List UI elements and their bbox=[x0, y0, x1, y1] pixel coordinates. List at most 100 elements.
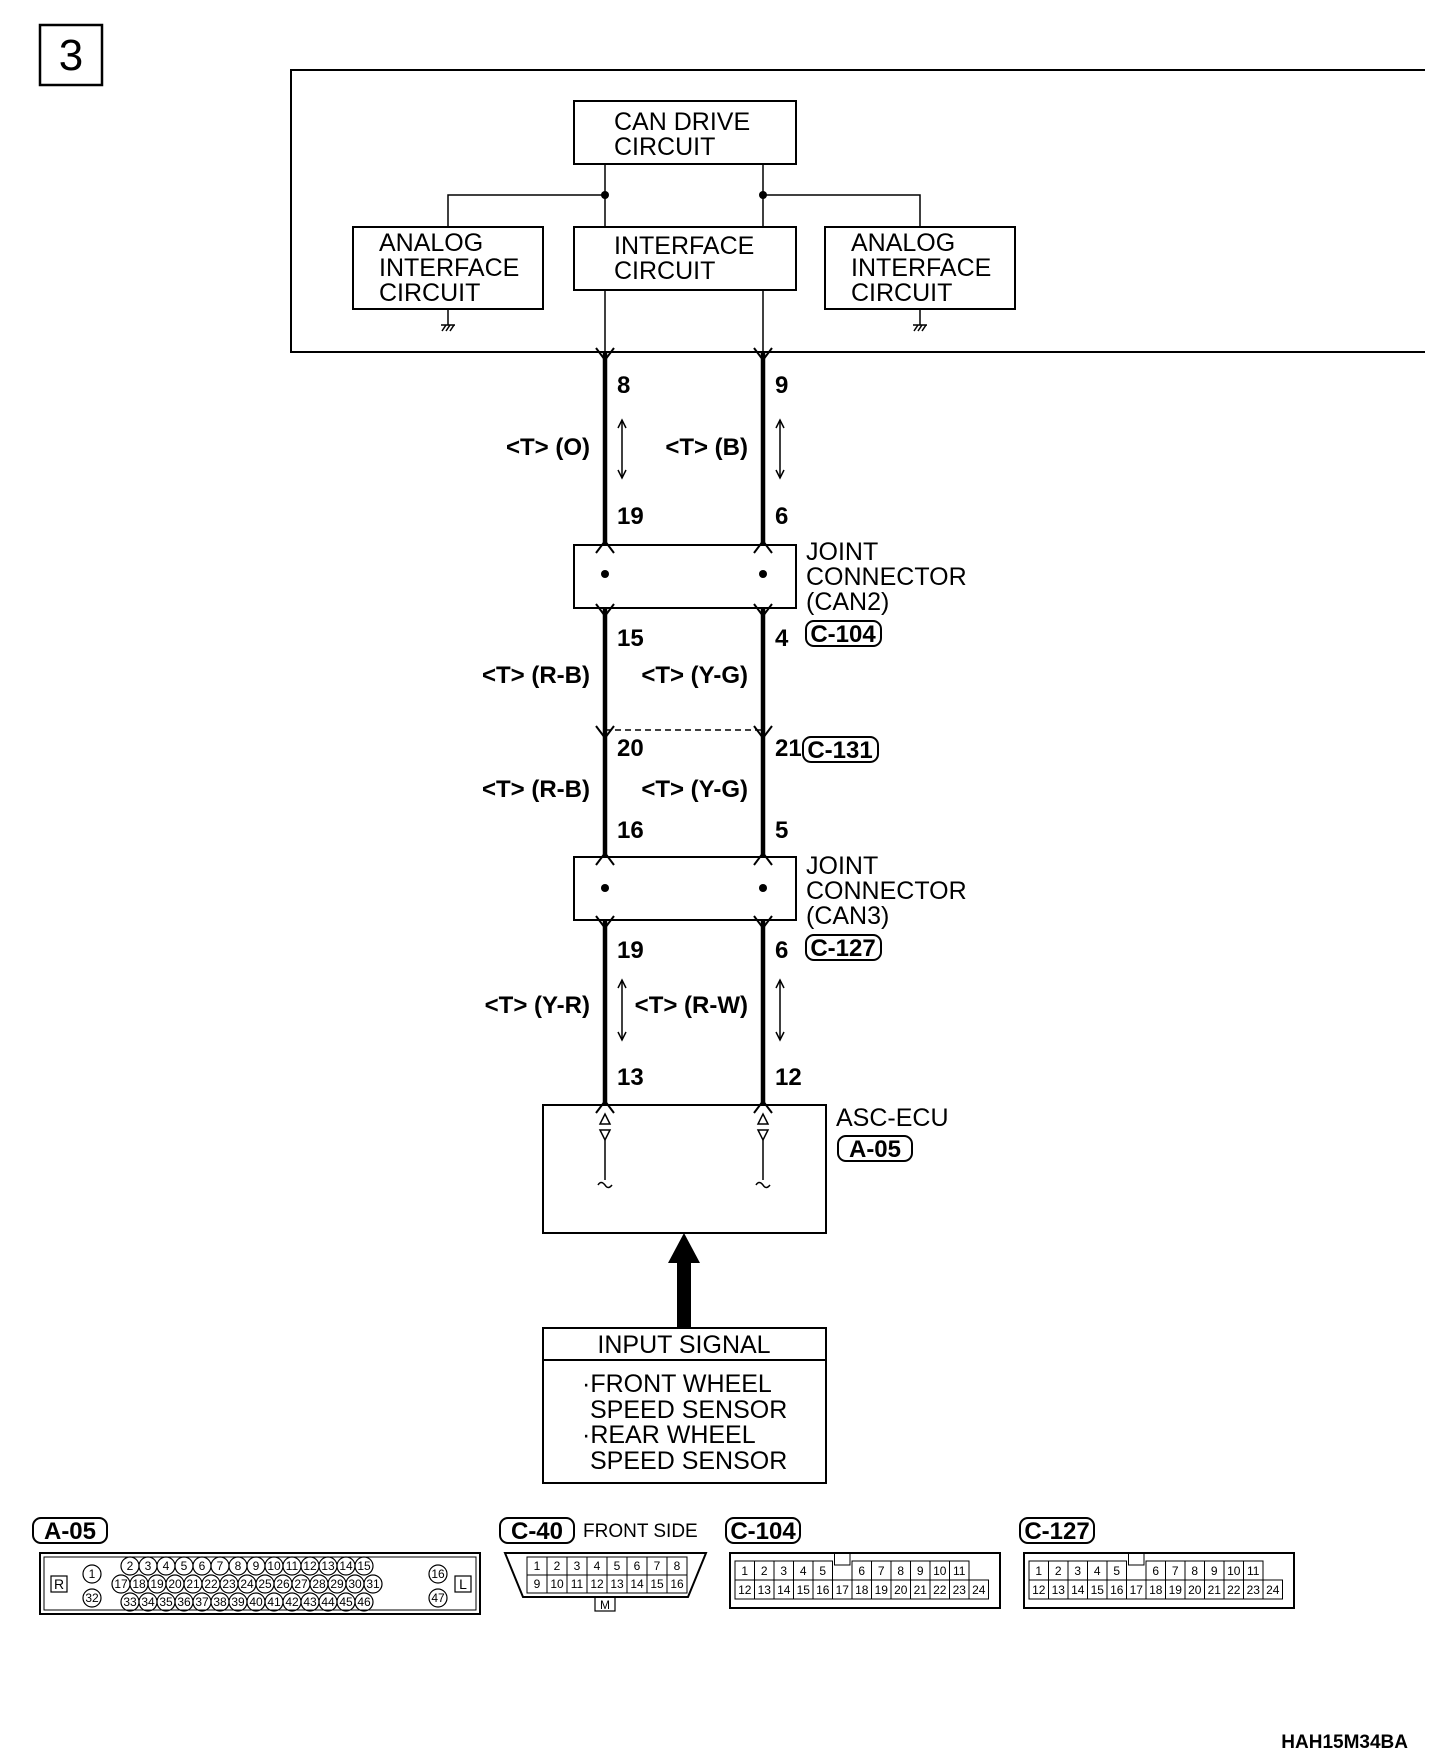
connector-pin: 12 bbox=[586, 1574, 608, 1594]
connector-chevron bbox=[595, 347, 615, 362]
connector-pin: 8 bbox=[666, 1556, 688, 1576]
svg-text:15: 15 bbox=[650, 1577, 664, 1591]
svg-text:11: 11 bbox=[953, 1564, 966, 1578]
svg-text:46: 46 bbox=[357, 1595, 371, 1609]
svg-text:23: 23 bbox=[1247, 1583, 1261, 1597]
connector-pin: 1 bbox=[82, 1564, 102, 1584]
connector-pin: 7 bbox=[1165, 1560, 1186, 1581]
svg-text:18: 18 bbox=[855, 1583, 869, 1597]
svg-text:18: 18 bbox=[132, 1577, 146, 1591]
connector-pin: 2 bbox=[120, 1556, 140, 1576]
input-signal-block: INPUT SIGNAL ·FRONT WHEEL SPEED SENSOR ·… bbox=[542, 1327, 827, 1484]
connector-pin: 6 bbox=[851, 1560, 872, 1581]
connector-pin: 14 bbox=[336, 1556, 356, 1576]
svg-text:19: 19 bbox=[150, 1577, 164, 1591]
connector-chevron bbox=[753, 539, 773, 554]
connector-pin: 22 bbox=[201, 1574, 221, 1594]
connector-pin: 1 bbox=[734, 1560, 755, 1581]
connector-pin: 10 bbox=[1223, 1560, 1244, 1581]
control-unit-outline bbox=[290, 69, 1425, 353]
connector-pin: 12 bbox=[734, 1579, 755, 1600]
svg-text:7: 7 bbox=[217, 1559, 224, 1573]
connector-pin: 13 bbox=[754, 1579, 775, 1600]
connector-chevron bbox=[753, 1099, 773, 1114]
connector-pin: 12 bbox=[1028, 1579, 1049, 1600]
svg-text:34: 34 bbox=[141, 1595, 155, 1609]
wire-color-label: <T> (O) bbox=[506, 434, 590, 461]
connector-pin: 6 bbox=[192, 1556, 212, 1576]
can-drive-line-2: CIRCUIT bbox=[614, 133, 715, 161]
joint-can2-line-1: JOINT bbox=[806, 538, 878, 566]
connector-pin: 5 bbox=[174, 1556, 194, 1576]
connector-pin: 4 bbox=[1087, 1560, 1108, 1581]
connector-pin: 19 bbox=[871, 1579, 892, 1600]
internal-wiring bbox=[447, 164, 921, 352]
svg-text:10: 10 bbox=[550, 1577, 564, 1591]
connector-pin: 4 bbox=[156, 1556, 176, 1576]
svg-text:43: 43 bbox=[303, 1595, 317, 1609]
svg-text:39: 39 bbox=[231, 1595, 245, 1609]
svg-text:7: 7 bbox=[1172, 1564, 1179, 1578]
pin-6: 6 bbox=[775, 937, 788, 964]
pin-15: 15 bbox=[617, 625, 644, 652]
svg-text:14: 14 bbox=[777, 1583, 791, 1597]
svg-text:15: 15 bbox=[797, 1583, 811, 1597]
connector-pin: 31 bbox=[363, 1574, 383, 1594]
connector-pin: 23 bbox=[1243, 1579, 1264, 1600]
input-signal-line: SPEED SENSOR bbox=[590, 1447, 787, 1475]
can-drive-line-1: CAN DRIVE bbox=[614, 108, 750, 136]
svg-text:14: 14 bbox=[339, 1559, 353, 1573]
svg-text:13: 13 bbox=[321, 1559, 335, 1573]
connector-pin: 6 bbox=[1145, 1560, 1166, 1581]
pin-19: 19 bbox=[617, 503, 644, 530]
svg-text:1: 1 bbox=[534, 1559, 541, 1573]
connector-marker: M bbox=[600, 1598, 610, 1612]
svg-text:18: 18 bbox=[1149, 1583, 1163, 1597]
connector-pin: 15 bbox=[1087, 1579, 1108, 1600]
svg-text:24: 24 bbox=[1266, 1583, 1280, 1597]
svg-text:3: 3 bbox=[574, 1559, 581, 1573]
interface-circuit-block: INTERFACE CIRCUIT bbox=[573, 226, 797, 291]
svg-text:2: 2 bbox=[761, 1564, 768, 1578]
transceiver-symbol bbox=[597, 1112, 771, 1189]
connector-pin: 5 bbox=[606, 1556, 628, 1576]
svg-text:6: 6 bbox=[1152, 1564, 1159, 1578]
connector-pin: 19 bbox=[1165, 1579, 1186, 1600]
connector-pin: 15 bbox=[793, 1579, 814, 1600]
svg-text:8: 8 bbox=[674, 1559, 681, 1573]
connector-pin: 36 bbox=[174, 1592, 194, 1612]
svg-text:3: 3 bbox=[145, 1559, 152, 1573]
connector-pin: 3 bbox=[773, 1560, 794, 1581]
connector-pin: 23 bbox=[219, 1574, 239, 1594]
figure-code: HAH15M34BA bbox=[1281, 1732, 1408, 1753]
connector-pin: 8 bbox=[1184, 1560, 1205, 1581]
svg-text:38: 38 bbox=[213, 1595, 227, 1609]
connector-chevron bbox=[595, 539, 615, 554]
wire-color-label: <T> (R-W) bbox=[635, 992, 748, 1019]
svg-text:16: 16 bbox=[1110, 1583, 1124, 1597]
connector-pin: 27 bbox=[291, 1574, 311, 1594]
svg-text:22: 22 bbox=[1227, 1583, 1241, 1597]
connector-pin: 16 bbox=[666, 1574, 688, 1594]
svg-text:23: 23 bbox=[222, 1577, 236, 1591]
connector-view-id: C-40 bbox=[511, 1518, 563, 1545]
connector-pin: 2 bbox=[546, 1556, 568, 1576]
svg-text:6: 6 bbox=[634, 1559, 641, 1573]
svg-text:2: 2 bbox=[127, 1559, 134, 1573]
pin-6: 6 bbox=[775, 503, 788, 530]
wire-color-label: <T> (B) bbox=[665, 434, 748, 461]
svg-text:3: 3 bbox=[780, 1564, 787, 1578]
left-analog-line-3: CIRCUIT bbox=[379, 279, 480, 307]
connector-pin: 24 bbox=[968, 1579, 989, 1600]
connector-pin: 11 bbox=[949, 1560, 970, 1581]
connector-pin: 13 bbox=[1048, 1579, 1069, 1600]
joint-connector-can2: JOINT CONNECTOR (CAN2) C-104 bbox=[573, 538, 967, 648]
connector-pin: 45 bbox=[336, 1592, 356, 1612]
connector-pin: 39 bbox=[228, 1592, 248, 1612]
connector-id-a05: A-05 bbox=[849, 1136, 901, 1163]
connector-pin: 20 bbox=[890, 1579, 911, 1600]
svg-text:16: 16 bbox=[816, 1583, 830, 1597]
connector-pin: 24 bbox=[1262, 1579, 1283, 1600]
